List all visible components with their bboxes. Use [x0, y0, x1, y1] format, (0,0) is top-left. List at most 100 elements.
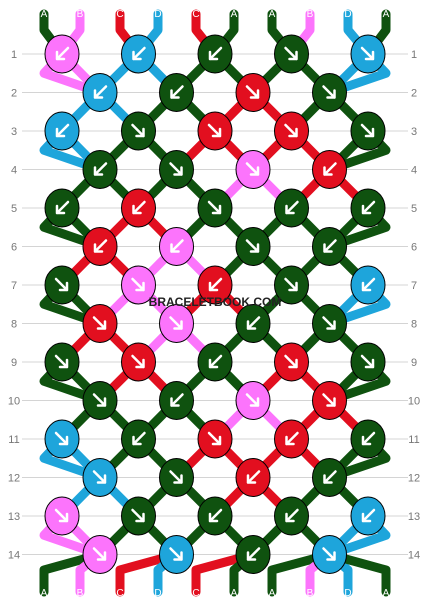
knot	[274, 111, 309, 151]
arrow-down-right-icon	[131, 277, 145, 292]
row-number-right: 1	[411, 49, 417, 61]
strand-letter-top: C	[192, 9, 199, 20]
arrow-down-right-icon	[169, 316, 183, 330]
knot	[274, 419, 309, 459]
strand-bottom-end	[39, 550, 105, 597]
arrow-down-right-icon	[245, 239, 260, 253]
arrow-down-left-icon	[285, 200, 299, 215]
arrow-down-right-icon	[54, 431, 69, 446]
strand-letter-bottom: C	[116, 588, 123, 599]
row-number-left: 13	[8, 511, 20, 523]
arrow-down-left-icon	[170, 393, 184, 407]
row-number-left: 1	[11, 49, 17, 61]
row-number-left: 7	[11, 280, 17, 292]
arrow-down-right-icon	[322, 316, 336, 330]
row-number-left: 9	[11, 357, 17, 369]
knot	[121, 34, 156, 74]
arrow-down-right-icon	[92, 393, 107, 407]
knot	[44, 188, 80, 228]
strand-letter-bottom: A	[231, 588, 238, 599]
knot	[44, 111, 80, 151]
knot	[274, 34, 309, 74]
arrow-down-left-icon	[208, 508, 223, 523]
arrow-down-left-icon	[323, 239, 337, 253]
arrow-down-left-icon	[132, 200, 146, 215]
strand-letter-top: D	[344, 9, 351, 20]
knot	[235, 227, 271, 266]
arrow-down-right-icon	[54, 277, 69, 292]
strand-bottom-end	[267, 550, 334, 597]
knot	[312, 150, 347, 189]
row-number-right: 14	[408, 550, 420, 562]
arrow-down-right-icon	[169, 547, 183, 561]
knot	[82, 73, 118, 112]
arrow-down-left-icon	[132, 46, 146, 61]
knot	[235, 304, 271, 343]
knot	[44, 34, 80, 74]
arrow-down-left-icon	[208, 46, 223, 61]
knot	[121, 265, 156, 305]
arrow-down-right-icon	[54, 508, 69, 523]
row-number-right: 4	[411, 165, 417, 177]
arrow-down-right-icon	[92, 470, 107, 484]
knot	[121, 419, 156, 459]
knot	[82, 150, 118, 189]
strand-bottom-end	[115, 550, 181, 597]
arrow-down-left-icon	[170, 239, 184, 253]
row-number-right: 7	[411, 280, 417, 292]
row-number-right: 6	[411, 242, 417, 254]
knot	[350, 265, 386, 305]
strand-bottom-end	[191, 550, 258, 597]
arrow-down-right-icon	[322, 547, 336, 561]
arrow-down-right-icon	[284, 354, 298, 369]
knot	[44, 419, 80, 459]
knot	[312, 304, 347, 343]
knot	[121, 188, 156, 228]
knot	[312, 381, 347, 420]
arrow-down-left-icon	[93, 162, 108, 176]
arrow-down-left-icon	[132, 431, 146, 446]
knot	[82, 458, 118, 497]
knot	[82, 304, 118, 343]
arrow-down-right-icon	[207, 431, 222, 446]
arrow-down-left-icon	[285, 508, 299, 523]
knot	[121, 111, 156, 151]
watermark: BRACELETBOOK.COM	[149, 295, 282, 309]
knot	[235, 73, 271, 112]
knot	[274, 342, 309, 382]
row-number-right: 8	[411, 319, 417, 331]
arrow-down-left-icon	[55, 123, 70, 138]
row-number-right: 10	[408, 396, 420, 408]
arrow-down-right-icon	[131, 508, 145, 523]
knot	[82, 381, 118, 420]
arrow-down-right-icon	[54, 354, 69, 369]
row-number-left: 10	[8, 396, 20, 408]
arrow-down-left-icon	[246, 470, 261, 484]
knot	[312, 458, 347, 497]
arrow-down-right-icon	[207, 200, 222, 215]
knot	[159, 150, 194, 189]
arrow-down-left-icon	[93, 239, 108, 253]
arrow-down-left-icon	[361, 277, 376, 292]
strand-letter-bottom: D	[154, 588, 161, 599]
knot	[197, 496, 233, 536]
arrow-down-left-icon	[170, 85, 184, 99]
knot	[121, 342, 156, 382]
knot	[159, 73, 194, 112]
arrow-down-left-icon	[361, 200, 376, 215]
strand-letter-bottom: A	[41, 588, 48, 599]
knot	[312, 73, 347, 112]
strand-letter-bottom: C	[192, 588, 199, 599]
arrow-down-left-icon	[323, 162, 337, 176]
strand-letter-top: D	[154, 9, 161, 20]
knot	[197, 265, 233, 305]
knot	[350, 111, 386, 151]
knot	[312, 227, 347, 266]
row-number-right: 3	[411, 126, 417, 138]
arrow-down-left-icon	[55, 200, 70, 215]
row-number-right: 13	[408, 511, 420, 523]
arrow-down-left-icon	[208, 354, 223, 369]
knot	[350, 496, 386, 536]
row-number-right: 5	[411, 203, 417, 215]
